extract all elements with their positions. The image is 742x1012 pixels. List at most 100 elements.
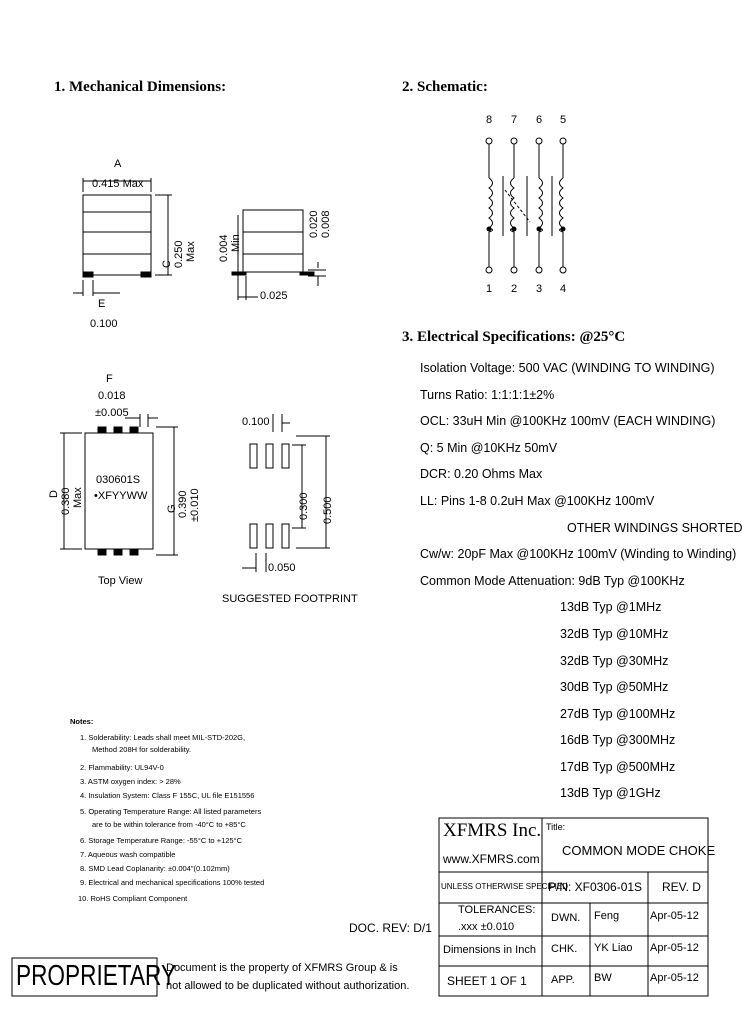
- dim-a-value: 0.415 Max: [92, 178, 144, 190]
- note-item: 2. Flammability: UL94V-0: [80, 763, 164, 772]
- attenuation-row: 17dB Typ @500MHz: [560, 760, 676, 774]
- note-item: 8. SMD Lead Coplanarity: ±0.004"(0.102mm…: [80, 864, 230, 873]
- proprietary-notice-line2: not allowed to be duplicated without aut…: [166, 980, 410, 992]
- dim-g-tol: ±0.010: [189, 488, 201, 522]
- proprietary-notice-line1: Document is the property of XFMRS Group …: [166, 962, 398, 974]
- proprietary-box: [11, 957, 158, 997]
- attenuation-row: 27dB Typ @100MHz: [560, 707, 676, 721]
- spec-cm-attenuation: Common Mode Attenuation: 9dB Typ @100KHz: [420, 574, 685, 588]
- attenuation-row: 32dB Typ @30MHz: [560, 654, 669, 668]
- dim-c-letter: C: [161, 260, 173, 268]
- footprint-caption: SUGGESTED FOOTPRINT: [222, 593, 358, 605]
- proprietary-label: PROPRIETARY: [16, 960, 177, 992]
- dim-020-value: 0.020: [308, 210, 320, 238]
- role-approved: APP.: [551, 974, 575, 986]
- spec-dcr: DCR: 0.20 Ohms Max: [420, 467, 543, 481]
- name-approved: BW: [594, 972, 612, 984]
- dim-a-letter: A: [114, 158, 122, 170]
- spec-ocl: OCL: 33uH Min @100KHz 100mV (EACH WINDIN…: [420, 414, 716, 428]
- dim-e-letter: E: [98, 298, 106, 310]
- date-approved: Apr-05-12: [650, 972, 699, 984]
- spec-isolation: Isolation Voltage: 500 VAC (WINDING TO W…: [420, 361, 715, 375]
- electrical-heading: 3. Electrical Specifications: @25°C: [402, 329, 626, 345]
- spec-q: Q: 5 Min @10KHz 50mV: [420, 441, 558, 455]
- fp-500-label: 0.500: [322, 496, 334, 524]
- date-code-marking: •XFYYWW: [94, 490, 148, 502]
- spec-ll: LL: Pins 1-8 0.2uH Max @100KHz 100mV: [420, 494, 655, 508]
- date-checked: Apr-05-12: [650, 942, 699, 954]
- schematic-heading: 2. Schematic:: [402, 79, 488, 95]
- drawing-sheet: { "headings": { "mechanical": "1. Mechan…: [11, 79, 742, 997]
- mechanical-heading: 1. Mechanical Dimensions:: [54, 79, 227, 95]
- name-drawn: Feng: [594, 910, 620, 922]
- fp-100-label: 0.100: [242, 416, 270, 428]
- attenuation-row: 13dB Typ @1GHz: [560, 786, 661, 800]
- note-item: 3. ASTM oxygen index: > 28%: [80, 777, 181, 786]
- pin-4-label: 4: [560, 283, 567, 295]
- dim-d-max: Max: [72, 487, 84, 508]
- tolerance-value: .xxx ±0.010: [458, 921, 515, 933]
- notes-title: Notes:: [70, 717, 94, 726]
- role-drawn: DWN.: [551, 912, 581, 924]
- note-item: are to be within tolerance from -40°C to…: [92, 820, 246, 829]
- unless-specified: UNLESS OTHERWISE SPECIFIED: [441, 882, 568, 891]
- dim-f-letter: F: [106, 373, 113, 385]
- title-block-grid: [438, 817, 709, 997]
- revision: REV. D: [662, 880, 701, 894]
- spec-ll-note: OTHER WINDINGS SHORTED: [567, 521, 742, 535]
- note-item: 7. Aqueous wash compatible: [80, 850, 176, 859]
- title-label: Title:: [546, 822, 566, 832]
- note-item: Method 208H for solderability.: [92, 745, 192, 754]
- drawing-title: COMMON MODE CHOKE: [562, 843, 716, 858]
- note-item: 1. Solderability: Leads shall meet MIL-S…: [80, 733, 246, 742]
- attenuation-row: 13dB Typ @1MHz: [560, 600, 662, 614]
- dim-c-max: Max: [185, 241, 197, 262]
- spec-turns-ratio: Turns Ratio: 1:1:1:1±2%: [420, 388, 555, 402]
- drawing-graphics: [11, 137, 709, 997]
- note-item: 4. Insulation System: Class F 155C, UL f…: [80, 791, 255, 800]
- top-view-body: [60, 414, 178, 556]
- dim-008-value: 0.008: [320, 210, 332, 238]
- date-drawn: Apr-05-12: [650, 910, 699, 922]
- pin-2-label: 2: [511, 283, 518, 295]
- dim-d-value: 0.380: [60, 487, 72, 515]
- attenuation-row: 30dB Typ @50MHz: [560, 680, 669, 694]
- dim-f-tol: ±0.005: [95, 407, 129, 419]
- role-checked: CHK.: [551, 943, 578, 955]
- name-checked: YK Liao: [594, 942, 633, 954]
- dim-025-value: 0.025: [260, 290, 288, 302]
- note-item: 10. RoHS Compliant Component: [78, 894, 188, 903]
- side-view-body: [73, 178, 172, 296]
- fp-300-label: 0.300: [298, 492, 310, 520]
- tolerances-label: TOLERANCES:: [458, 904, 536, 916]
- dim-g-value: 0.390: [177, 490, 189, 518]
- attenuation-row: 32dB Typ @10MHz: [560, 627, 669, 641]
- pin-8-label: 8: [486, 114, 493, 126]
- note-item: 6. Storage Temperature Range: -55°C to +…: [80, 836, 242, 845]
- pin-5-label: 5: [560, 114, 567, 126]
- pin-7-label: 7: [511, 114, 518, 126]
- footprint-pads: [242, 414, 330, 572]
- doc-revision: DOC. REV: D/1: [349, 921, 432, 935]
- fp-050-label: 0.050: [268, 562, 296, 574]
- dim-e-value: 0.100: [90, 318, 118, 330]
- pin-1-label: 1: [486, 283, 493, 295]
- dim-004-min: Min: [230, 234, 242, 252]
- pin-3-label: 3: [536, 283, 543, 295]
- company-name: XFMRS Inc.: [443, 820, 542, 841]
- dim-004-value: 0.004: [218, 234, 230, 262]
- spec-cww: Cw/w: 20pF Max @100KHz 100mV (Winding to…: [420, 547, 737, 561]
- part-number: P/N: XF0306-01S: [548, 880, 643, 894]
- attenuation-row: 16dB Typ @300MHz: [560, 733, 676, 747]
- schematic-graphics: [485, 137, 567, 274]
- end-view-body: [231, 209, 326, 300]
- dim-d-letter: D: [48, 490, 60, 498]
- dimensions-unit: Dimensions in Inch: [443, 944, 536, 956]
- top-view-label: Top View: [98, 575, 143, 587]
- dim-c-value: 0.250: [173, 240, 185, 268]
- pin-6-label: 6: [536, 114, 543, 126]
- part-marking: 030601S: [96, 474, 141, 486]
- note-item: 5. Operating Temperature Range: All list…: [80, 807, 262, 816]
- note-item: 9. Electrical and mechanical specificati…: [80, 878, 265, 887]
- company-website: www.XFMRS.com: [443, 852, 540, 866]
